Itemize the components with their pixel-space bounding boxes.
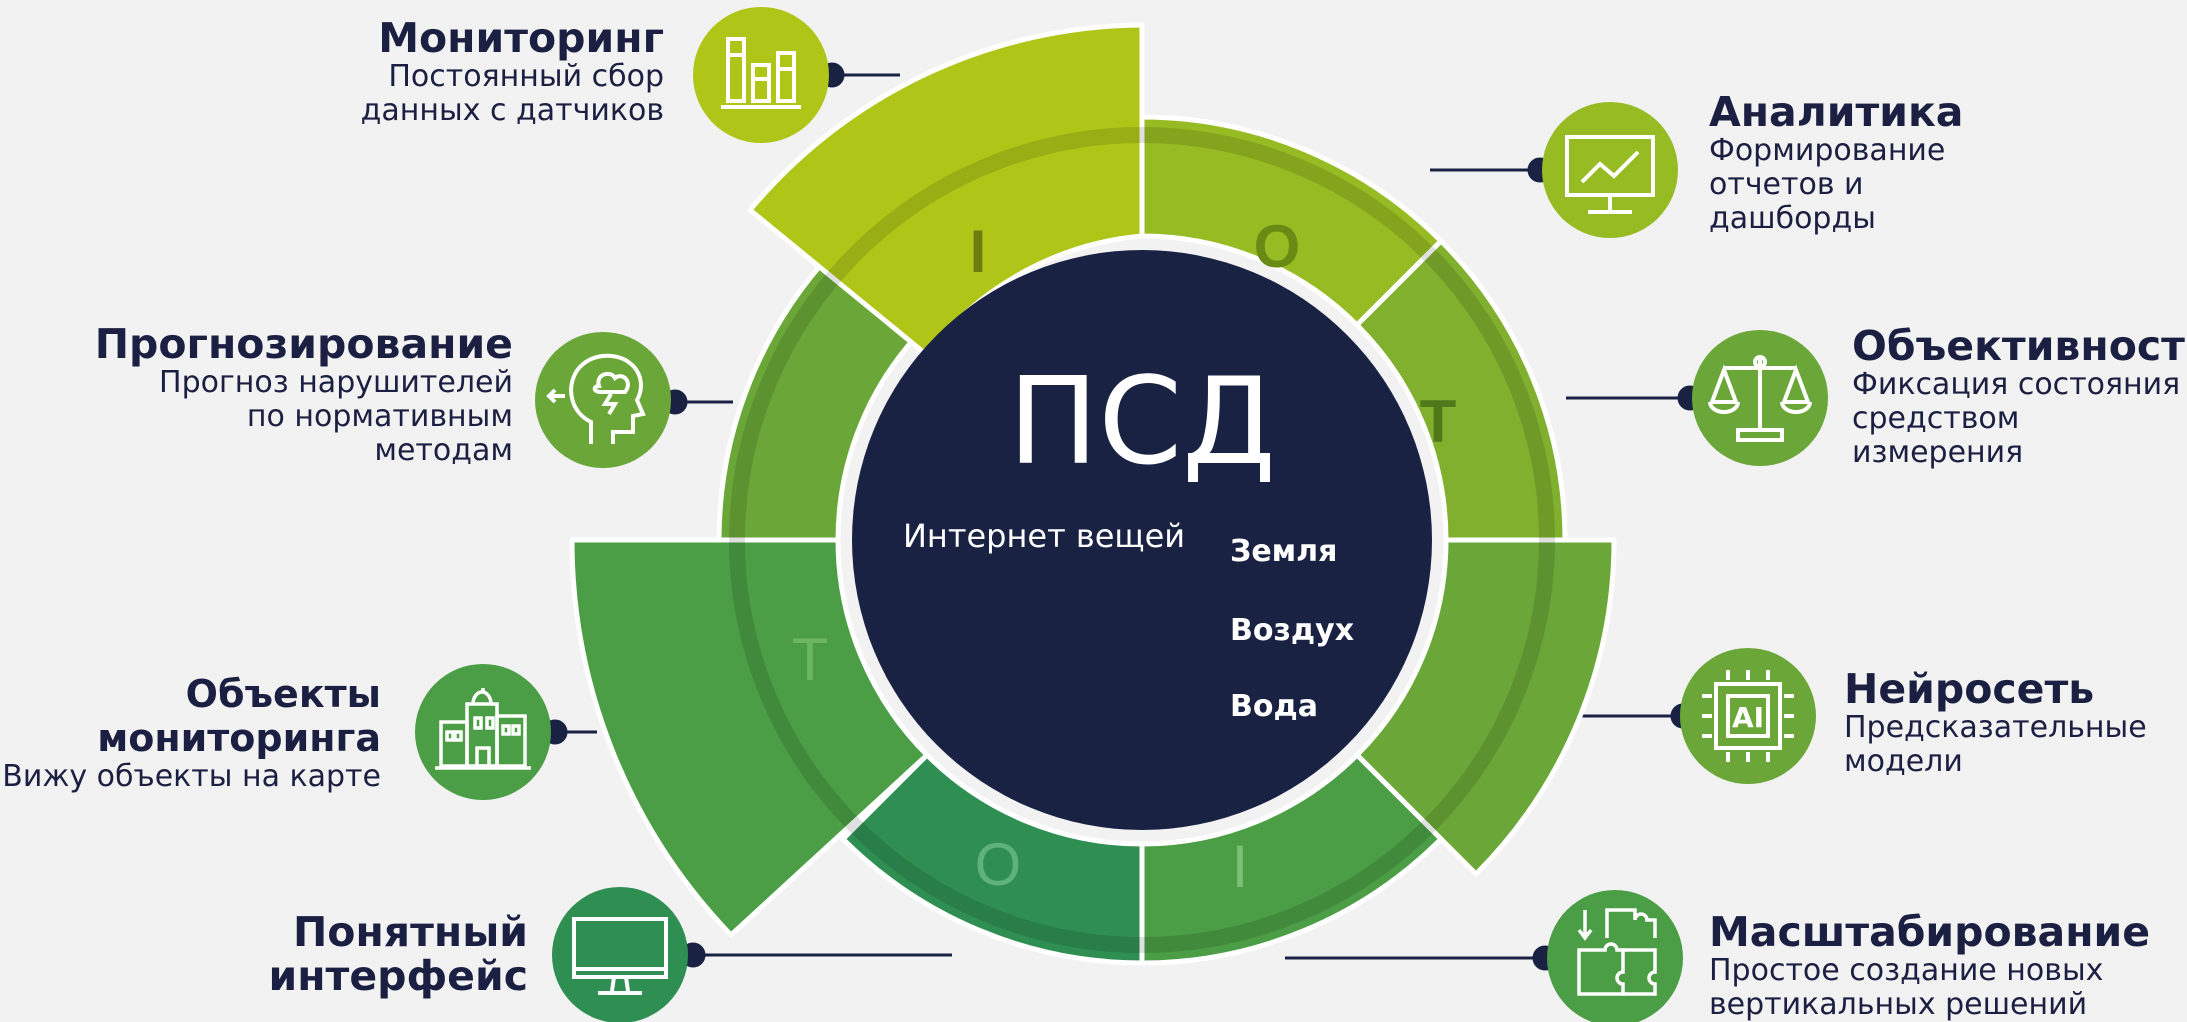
scaling-block: Масштабирование Простое создание новых в… xyxy=(1709,910,2150,1022)
block-desc-line: Фиксация состояния xyxy=(1852,367,2181,402)
neural-block: Нейросеть Предсказательные модели xyxy=(1844,667,2147,779)
ring-segment-top-left-large xyxy=(747,22,1145,358)
block-title: Нейросеть xyxy=(1844,665,2095,713)
center-item: Земля xyxy=(1230,534,1337,569)
ai-chip-icon: AI xyxy=(1680,648,1816,784)
block-desc-line: Постоянный сбор xyxy=(388,59,664,94)
analytics-block: Аналитика Формирование отчетов и дашборд… xyxy=(1709,90,1963,236)
block-desc-line: Вижу объекты на карте xyxy=(2,759,381,794)
block-title: Прогнозирование xyxy=(94,320,513,368)
block-desc-line: Прогноз нарушителей xyxy=(159,365,513,400)
ring-letter: I xyxy=(970,218,987,285)
ring-inner-band xyxy=(729,127,1555,953)
monitor-icon xyxy=(552,887,688,1022)
ring-letter: T xyxy=(1420,388,1457,455)
block-title: Мониторинг xyxy=(378,14,664,62)
block-desc-line: Формирование xyxy=(1709,133,1946,168)
forecasting-block: Прогнозирование Прогноз нарушителей по н… xyxy=(95,322,513,468)
block-desc-line: модели xyxy=(1844,744,1963,779)
block-desc-line: Предсказательные xyxy=(1844,710,2147,745)
block-desc-line: средством xyxy=(1852,401,2020,436)
monitoring-block: Мониторинг Постоянный сбор данных с датч… xyxy=(361,16,664,128)
block-desc-line: данных с датчиков xyxy=(360,93,664,128)
block-title: мониторинга xyxy=(97,716,381,760)
objects-block: Объекты мониторинга Вижу объекты на карт… xyxy=(2,672,381,794)
ring-letter: I xyxy=(1232,833,1249,900)
block-desc-line: по нормативным xyxy=(246,399,513,434)
block-desc-line: методам xyxy=(374,433,513,468)
block-title: Объекты xyxy=(185,672,381,716)
ring-letter: T xyxy=(792,626,829,693)
objectivity-block: Объективность Фиксация состояния средств… xyxy=(1852,324,2187,470)
ring-letter: O xyxy=(975,831,1022,898)
block-desc-line: вертикальных решений xyxy=(1709,987,2088,1022)
center-item: Вода xyxy=(1230,689,1318,724)
block-desc-line: измерения xyxy=(1852,435,2024,470)
center-circle xyxy=(852,250,1432,830)
ring-letter: O xyxy=(1254,213,1301,280)
buildings-icon xyxy=(415,664,551,800)
puzzle-icon xyxy=(1547,890,1683,1022)
center-subtitle: Интернет вещей xyxy=(903,517,1185,555)
ring-segment-bottom xyxy=(840,752,1145,966)
scales-icon xyxy=(1692,330,1828,466)
ring-segment-right-large xyxy=(1354,537,1617,877)
interface-block: Понятный интерфейс xyxy=(269,910,529,998)
block-desc-line: дашборды xyxy=(1709,201,1876,236)
center-item: Воздух xyxy=(1230,613,1354,648)
dashboard-icon xyxy=(1542,102,1678,238)
block-desc-line: Простое создание новых xyxy=(1709,953,2104,988)
svg-text:AI: AI xyxy=(1732,701,1764,734)
block-title: Аналитика xyxy=(1709,88,1964,136)
block-title: Объективность xyxy=(1852,322,2187,370)
block-title: Масштабирование xyxy=(1709,908,2151,956)
ring-segment-left-large xyxy=(569,537,930,938)
block-desc-line: отчетов и xyxy=(1709,167,1864,202)
head-storm-icon xyxy=(535,332,671,468)
block-title: интерфейс xyxy=(268,952,529,1000)
block-title: Понятный xyxy=(292,908,528,956)
bar-chart-icon xyxy=(693,7,829,143)
center-title: ПСД xyxy=(1008,353,1276,492)
